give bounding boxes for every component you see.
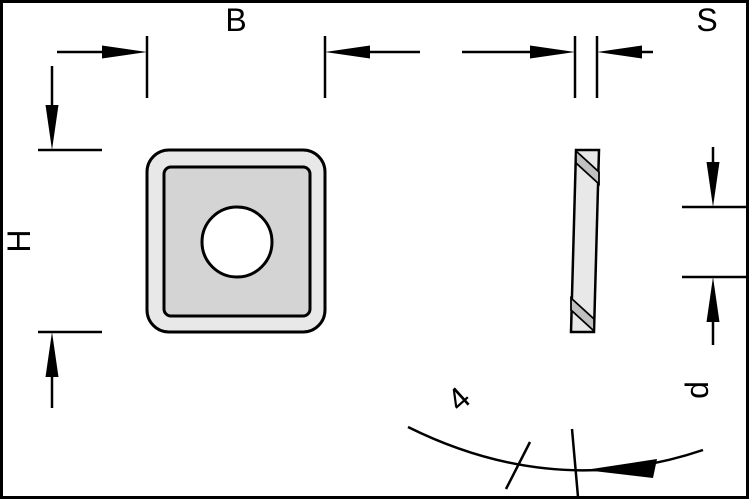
center-hole <box>200 205 274 279</box>
dimension-label-d: d <box>679 381 715 399</box>
dimension-hole-d: d <box>679 147 746 399</box>
dimension-label-B: B <box>225 2 246 38</box>
angle-arc <box>407 425 704 472</box>
reference-line <box>570 428 580 498</box>
arrowhead-icon <box>45 332 59 377</box>
arrowhead-icon <box>45 105 59 150</box>
dimension-height-H: H <box>1 66 102 408</box>
dimension-label-S: S <box>696 2 717 38</box>
dimension-label-angle: 4 <box>440 379 477 418</box>
top-chamfer-facet <box>575 148 600 187</box>
arrowhead-icon <box>585 459 657 478</box>
arrowhead-icon <box>325 45 370 59</box>
bottom-chamfer-facet <box>570 295 595 334</box>
dimension-label-H: H <box>1 229 37 252</box>
arrowhead-icon <box>102 45 147 59</box>
dimension-width-B: B <box>57 2 420 98</box>
front-view <box>145 148 327 334</box>
arrowhead-icon <box>530 45 575 59</box>
arrowhead-icon <box>706 277 720 322</box>
dimension-thickness-S: S <box>462 2 718 98</box>
arrowhead-icon <box>597 45 642 59</box>
arrowhead-icon <box>706 162 720 207</box>
oblique-tick <box>504 441 532 490</box>
dimension-corner-angle: 4 <box>407 379 704 498</box>
side-view <box>569 148 601 334</box>
